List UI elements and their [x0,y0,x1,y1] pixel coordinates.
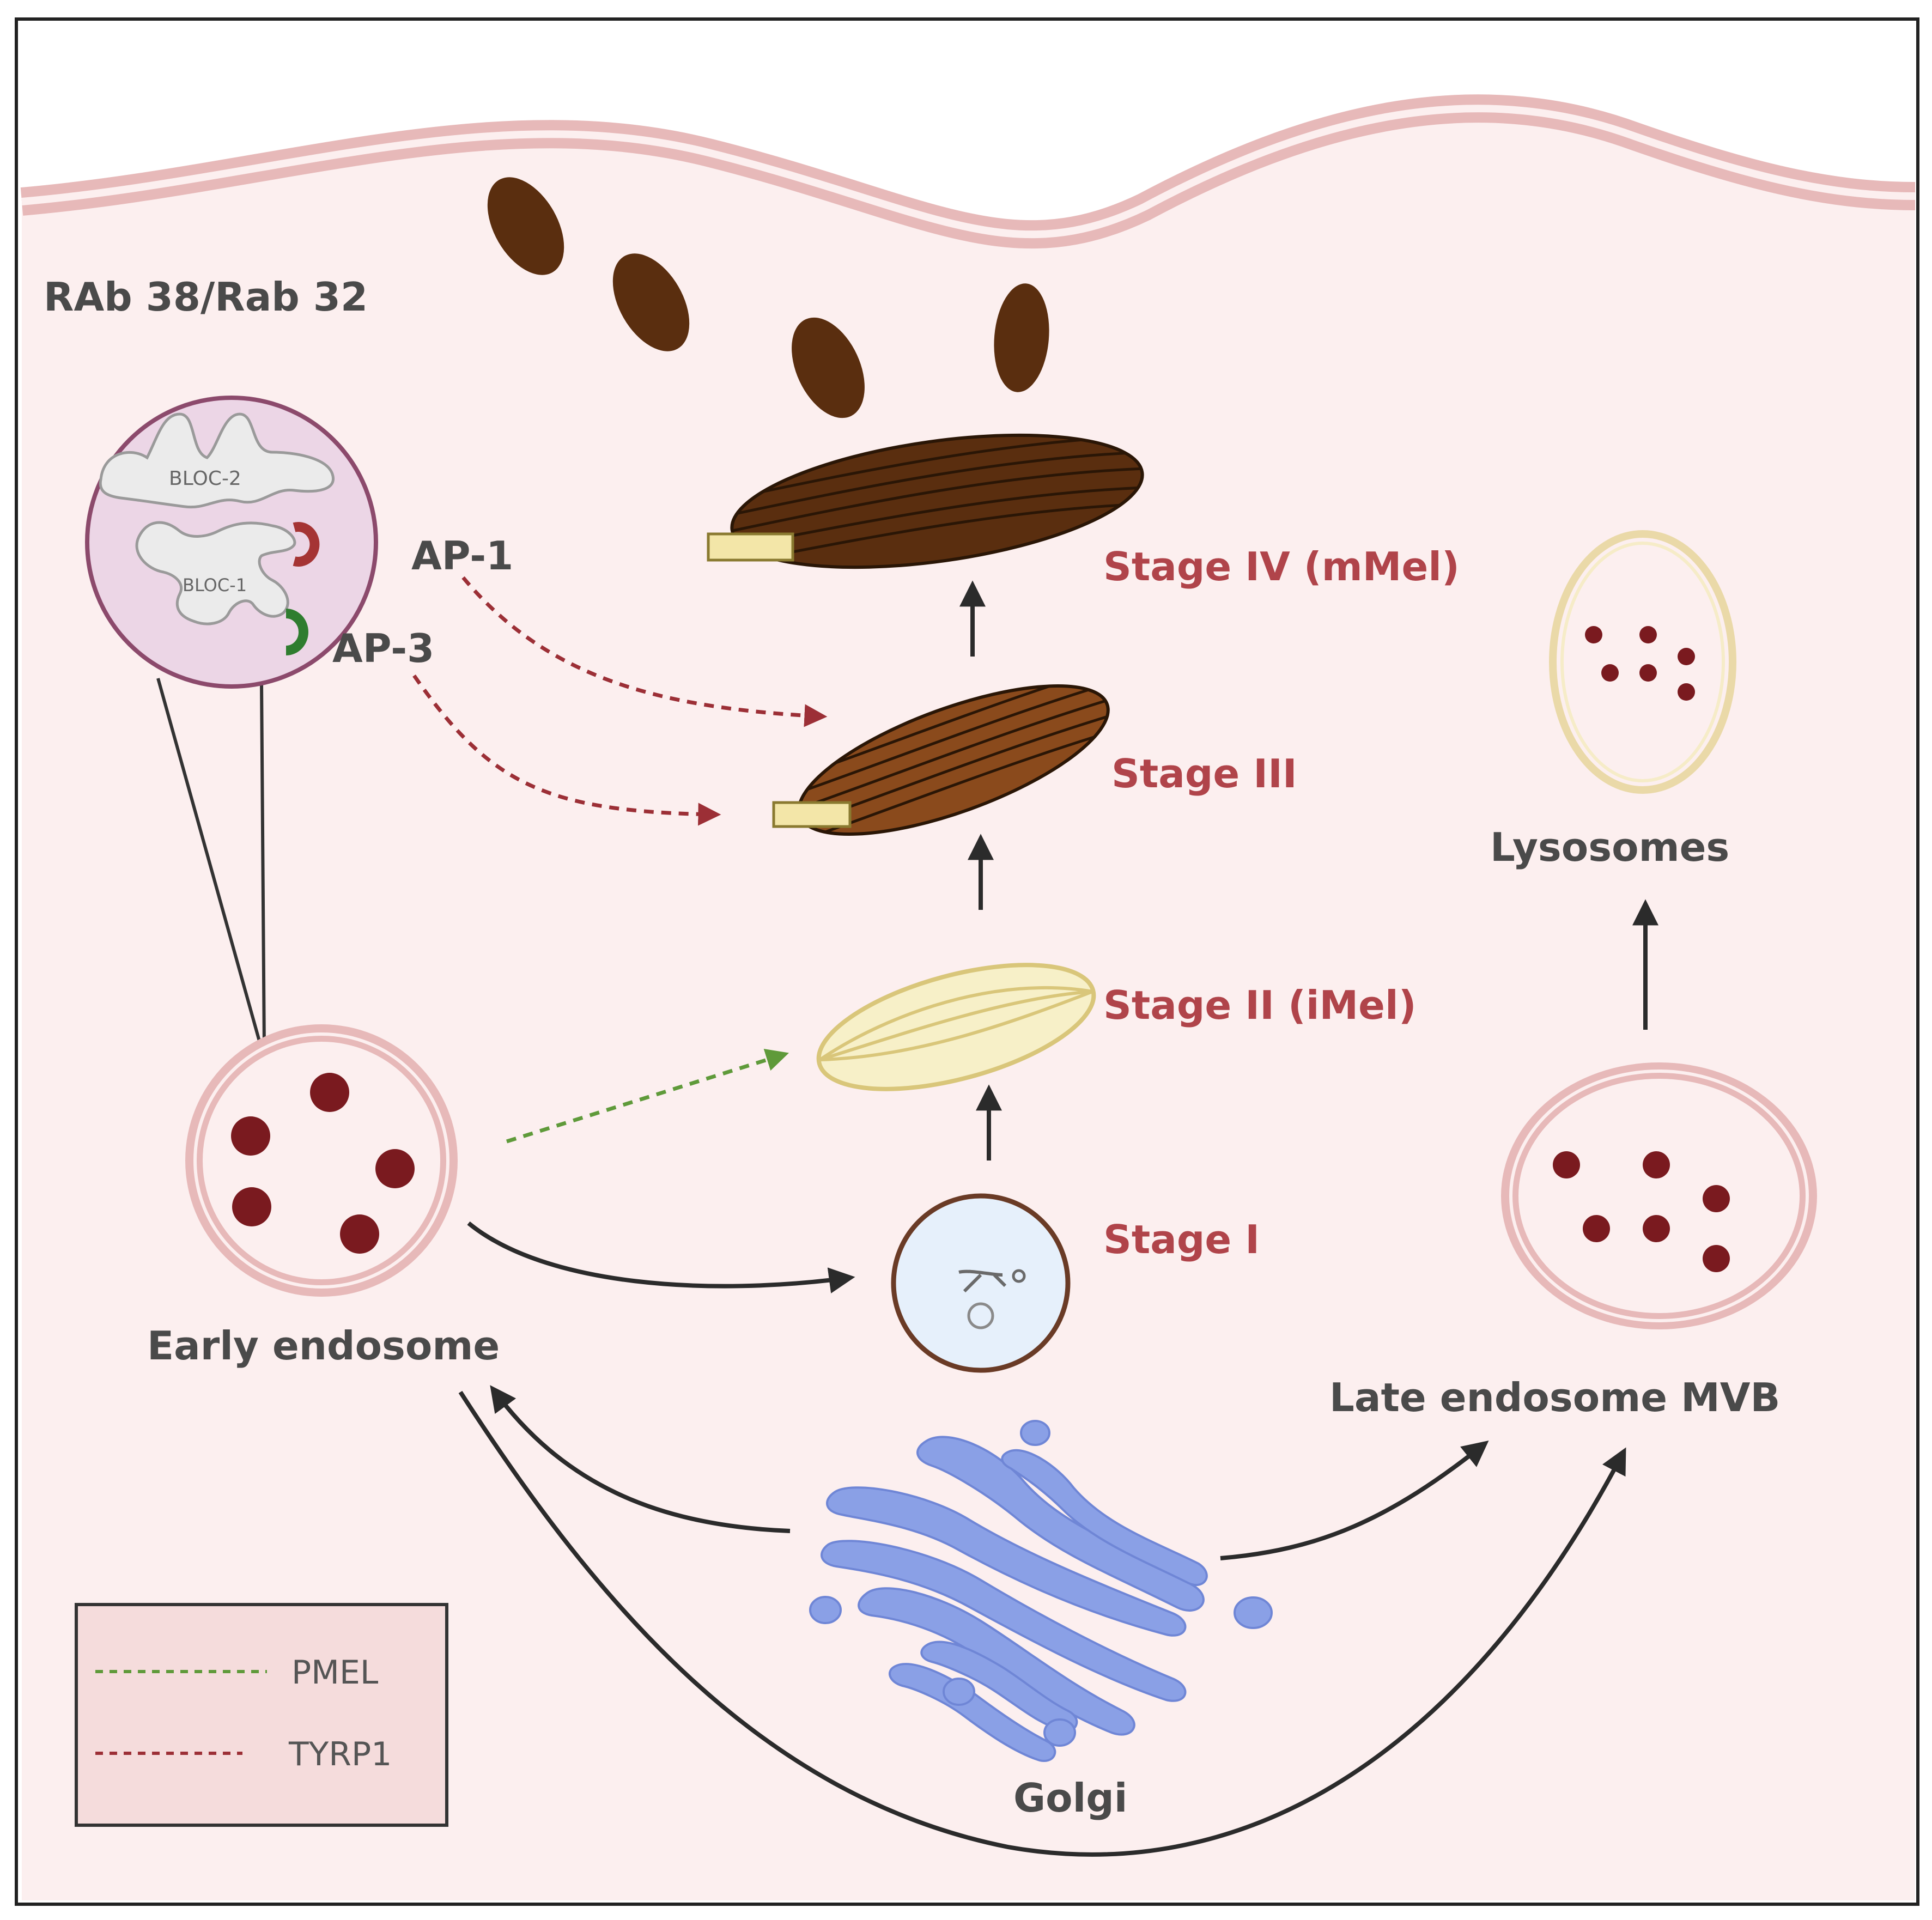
cargo-dot [232,1187,271,1226]
cargo-dot [1703,1185,1730,1212]
early-endosome [185,1024,458,1297]
stage1-vesicle [891,1193,1071,1373]
bloc1-complex [135,521,296,625]
cargo-dot [1678,683,1695,701]
ap1-label: AP-1 [411,533,513,579]
lysosome [1549,530,1736,794]
stage2-label: Stage II (iMel) [1103,982,1417,1028]
cargo-dot [375,1149,415,1188]
rab-label: RAb 38/Rab 32 [44,274,368,320]
stage4-melanosome [707,433,1145,569]
golgi-vesicle [1234,1596,1273,1629]
bloc2-label: BLOC-2 [169,467,241,490]
stage4-label: Stage IV (mMel) [1103,544,1460,590]
ap1-to-stage3-arrow [461,576,828,727]
lysosomes-label: Lysosomes [1490,824,1729,870]
cargo-dot [340,1214,379,1254]
stage4-handle [707,532,794,562]
golgi-apparatus [809,1420,1273,1762]
cargo-dot [1639,626,1657,643]
melanin-granule [487,177,564,275]
early-to-stage1-arrow [467,1221,855,1293]
pmel-arrow [506,1049,789,1144]
cargo-dot [1678,648,1695,665]
golgi-vesicle [1043,1718,1076,1747]
zoom-line [260,683,266,1049]
stage3-label: Stage III [1111,751,1297,797]
cargo-dot [1585,626,1602,643]
legend-box [75,1603,448,1827]
legend-tyrp1-label: TYRP1 [288,1735,392,1773]
cargo-dot [1703,1245,1730,1272]
plasma-membrane-inner [21,105,1916,239]
late-endosome-mvb [1501,1062,1817,1329]
cargo-dot [1643,1215,1670,1242]
stage3-handle [772,801,852,828]
early-endosome-label: Early endosome [147,1323,500,1369]
zoom-line [156,678,263,1049]
ap3-to-stage3-arrow [412,674,721,826]
golgi-vesicle [1020,1420,1050,1446]
golgi-vesicle [809,1596,842,1624]
legend-pmel-label: PMEL [291,1654,379,1692]
cargo-dot [1639,664,1657,682]
ap3-label: AP-3 [332,625,434,671]
golgi-vesicle [943,1678,975,1706]
stage1-label: Stage I [1103,1217,1260,1262]
late-endosome-label: Late endosome MVB [1329,1375,1780,1420]
stage2-melanosome [816,963,1096,1091]
golgi-to-early-endosome-arrow [490,1385,791,1533]
cargo-dot [1583,1215,1610,1242]
ap1-adaptor [293,522,320,567]
golgi-to-late-endosome-arrow [1220,1441,1489,1560]
melanin-granules [487,177,1049,418]
legend: PMEL TYRP1 [75,1603,448,1827]
melanin-granule [994,283,1049,392]
bloc1-label: BLOC-1 [183,575,247,596]
bloc2-complex [99,412,335,509]
cargo-dot [231,1116,270,1156]
cargo-dot [1601,664,1619,682]
melanin-granule [792,317,865,418]
bloc-zoom-circle: BLOC-2 BLOC-1 [85,396,378,1049]
melanin-granule [612,253,690,351]
cargo-dot [310,1073,349,1112]
cargo-dot [1553,1151,1580,1178]
ap3-adaptor [285,609,308,655]
cargo-dot [1643,1151,1670,1178]
early-to-late-endosome-arrow [458,1390,1626,1857]
golgi-label: Golgi [1013,1775,1127,1821]
